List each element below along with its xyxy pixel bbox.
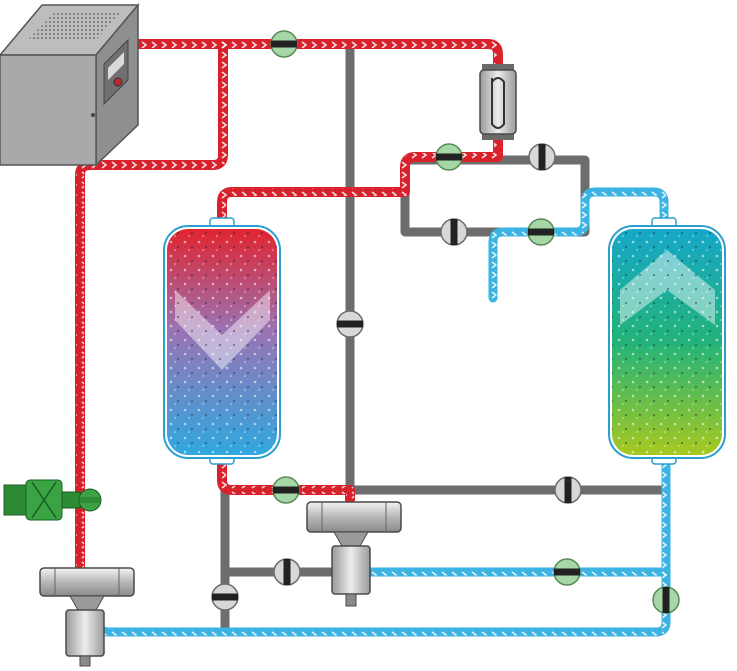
valve-left-riser[interactable]: [211, 583, 239, 611]
valve-center-riser[interactable]: [336, 310, 364, 338]
hot-pipes: [75, 39, 503, 577]
compressor-stop-button[interactable]: [113, 77, 123, 87]
filter-center: [306, 501, 402, 607]
regenerating-desiccant-tower: [163, 217, 281, 465]
valve-bottom-left-tower[interactable]: [272, 476, 300, 504]
valve-lower-manifold-right[interactable]: [527, 218, 555, 246]
neutral-pipes: [220, 45, 665, 630]
valve-top-main[interactable]: [270, 30, 298, 58]
valve-right-riser[interactable]: [652, 586, 680, 614]
cooler-coil: [479, 64, 517, 140]
filter-left: [39, 567, 135, 667]
blower-motor: [3, 479, 102, 521]
valve-top-manifold-left[interactable]: [435, 143, 463, 171]
compressor-unit: [0, 2, 140, 167]
valve-mid-bypass[interactable]: [273, 558, 301, 586]
drying-desiccant-tower: [608, 217, 726, 465]
valve-cold-return[interactable]: [553, 558, 581, 586]
manifold-loop-pipe: [400, 155, 590, 237]
valve-bottom-right-gray[interactable]: [554, 476, 582, 504]
valve-lower-manifold-left[interactable]: [440, 218, 468, 246]
valve-top-manifold-right[interactable]: [528, 143, 556, 171]
